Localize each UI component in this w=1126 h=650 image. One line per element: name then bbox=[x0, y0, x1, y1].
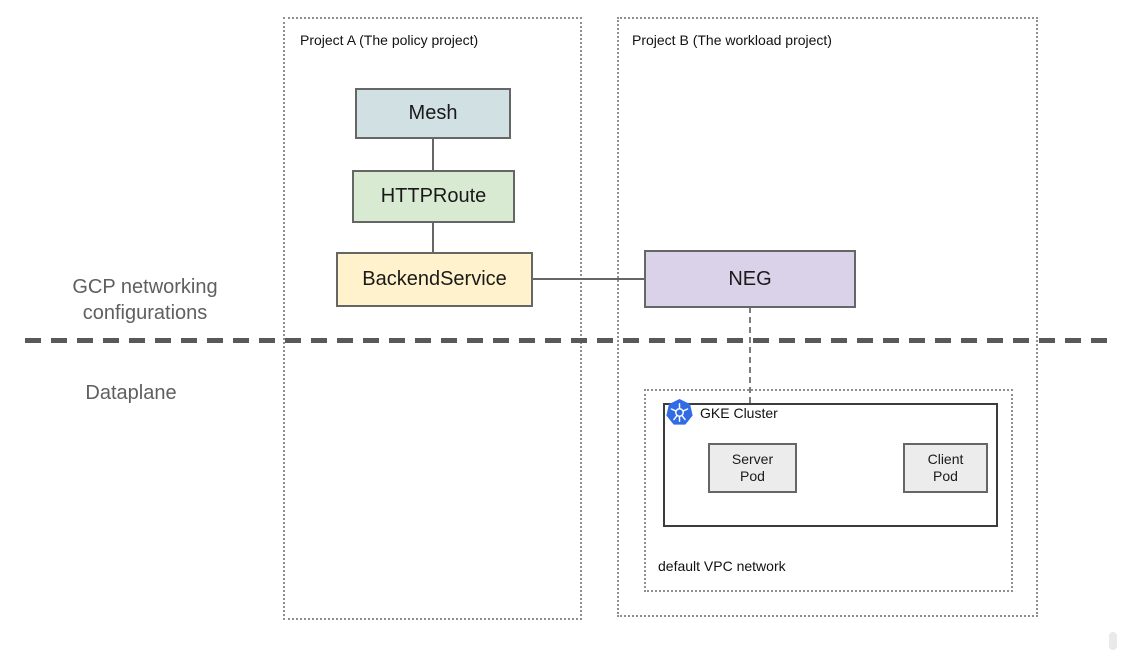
project-a-label: Project A (The policy project) bbox=[300, 32, 479, 48]
section-label-dataplane: Dataplane bbox=[85, 382, 177, 404]
node-neg: NEG bbox=[644, 250, 856, 308]
scrollbar-fragment[interactable] bbox=[1109, 632, 1117, 650]
node-backendservice: BackendService bbox=[336, 252, 533, 307]
client-pod-box: Client Pod bbox=[903, 443, 988, 493]
project-b-label: Project B (The workload project) bbox=[632, 32, 832, 48]
project-a-container bbox=[283, 17, 582, 620]
edge-httproute-to-backendservice bbox=[432, 222, 434, 253]
vpc-network-container bbox=[644, 389, 1013, 592]
kubernetes-icon bbox=[665, 398, 694, 427]
project-b-container bbox=[617, 17, 1038, 617]
server-pod-box: Server Pod bbox=[708, 443, 797, 493]
edge-backendservice-to-neg bbox=[532, 278, 645, 280]
vpc-network-label: default VPC network bbox=[658, 558, 786, 574]
node-mesh: Mesh bbox=[355, 88, 511, 139]
control-dataplane-separator bbox=[25, 338, 1115, 343]
node-httproute: HTTPRoute bbox=[352, 170, 515, 223]
section-label-gcp-networking: GCP networking configurations bbox=[72, 276, 218, 324]
edge-mesh-to-httproute bbox=[432, 139, 434, 171]
edge-neg-to-serverpod bbox=[749, 307, 751, 443]
gke-cluster-label: GKE Cluster bbox=[700, 405, 778, 421]
